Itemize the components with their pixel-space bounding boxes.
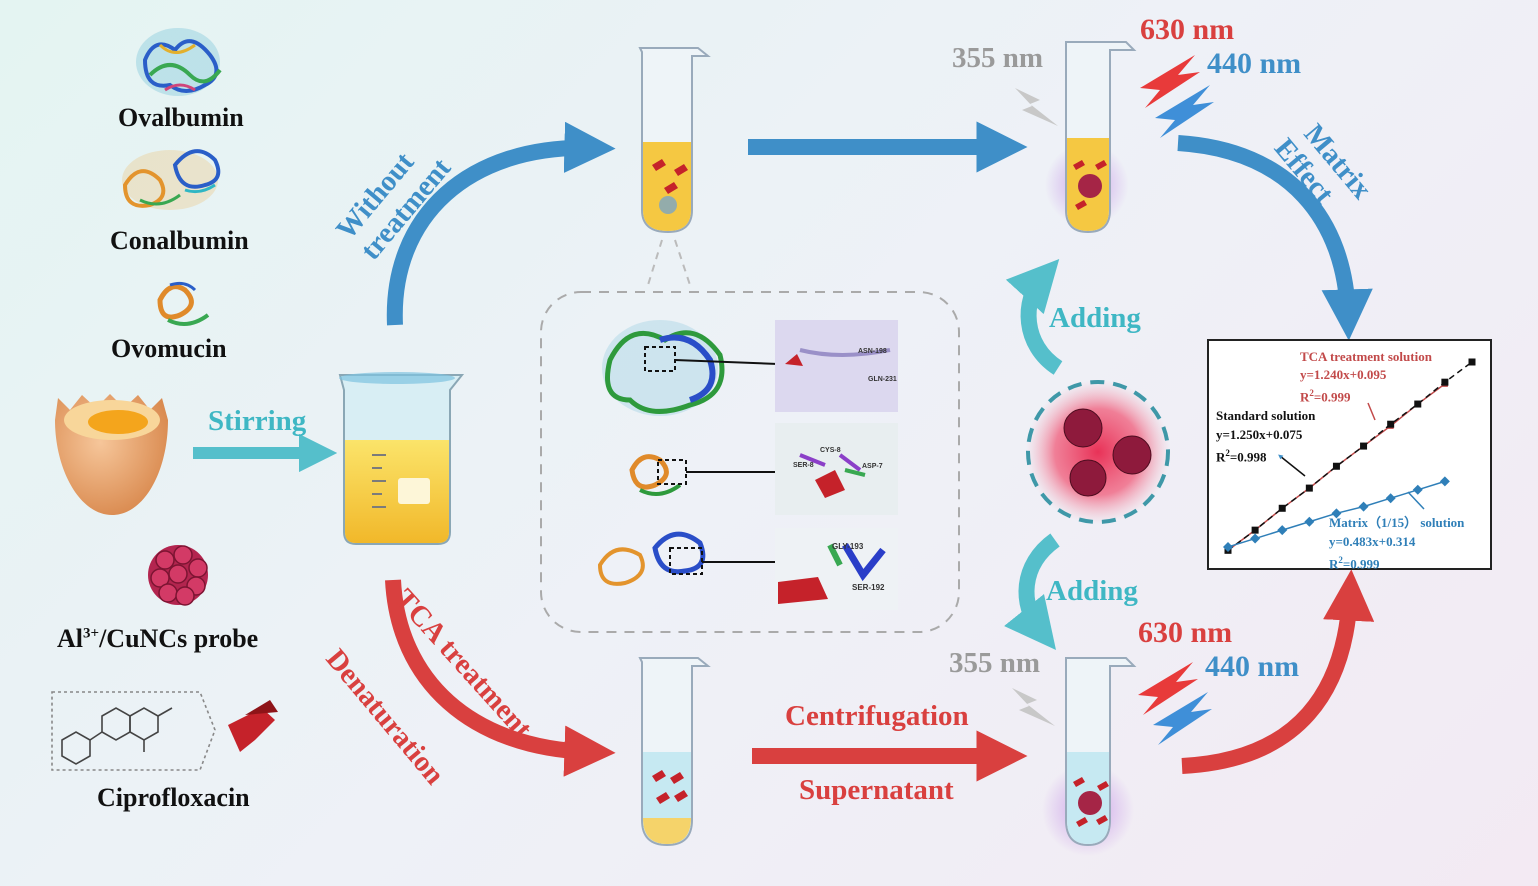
residue-label: GLY-193 — [832, 542, 864, 551]
series-line — [1227, 361, 1473, 551]
label-supernatant: Supernatant — [799, 774, 954, 806]
data-point — [1305, 484, 1313, 492]
series-name: TCA treatment solution — [1300, 349, 1432, 364]
data-point — [1304, 516, 1315, 527]
label-ciprofloxacin: Ciprofloxacin — [97, 783, 250, 812]
data-point — [1468, 358, 1476, 366]
data-point — [1439, 476, 1450, 487]
residue-label: CYS-8 — [820, 447, 841, 454]
arrow-matrix-effect — [1177, 135, 1373, 341]
arrow-adding-top — [1005, 259, 1063, 375]
emission-bolt-blue-top — [1155, 85, 1214, 138]
chart-marks — [1223, 358, 1476, 554]
label-top-440: 440 nm — [1207, 47, 1302, 80]
docking-conalbumin — [597, 528, 898, 610]
label-stirring: Stirring — [208, 405, 307, 437]
data-point — [1385, 493, 1396, 504]
data-point — [1251, 526, 1259, 534]
label-conalbumin: Conalbumin — [110, 226, 249, 255]
tube-bottom-detection — [1042, 657, 1137, 856]
series-equation: y=0.483x+0.314 — [1329, 534, 1416, 549]
chart-label-standard: Standard solution y=1.250x+0.075 R2=0.99… — [1216, 406, 1315, 466]
label-ovomucin: Ovomucin — [111, 334, 227, 363]
chart-label-tca: TCA treatment solution y=1.240x+0.095 R2… — [1300, 348, 1432, 406]
data-point — [1441, 378, 1449, 386]
label-adding-top: Adding — [1049, 302, 1141, 334]
beaker-icon — [338, 372, 465, 545]
tube-untreated — [638, 47, 711, 234]
data-point — [1223, 541, 1233, 552]
data-point — [1358, 501, 1369, 512]
data-point — [1387, 420, 1395, 428]
emission-bolt-blue-bottom — [1153, 692, 1212, 745]
egg-icon — [55, 394, 168, 515]
arrow-to-chart — [1181, 569, 1375, 774]
data-point — [1331, 508, 1342, 519]
residue-label: ASN-198 — [858, 348, 887, 355]
series-name: Matrix（1/15） solution — [1329, 515, 1465, 530]
residue-label: ASP-7 — [862, 463, 883, 470]
arrow-without-treatment — [386, 121, 616, 326]
series-equation: y=1.250x+0.075 — [1216, 427, 1303, 442]
arrow-tca-treatment — [385, 579, 616, 777]
label-bottom-355: 355 nm — [949, 647, 1041, 679]
label-ovalbumin: Ovalbumin — [118, 103, 244, 132]
label-top-355: 355 nm — [952, 42, 1044, 74]
nanocluster-glow — [1026, 380, 1170, 524]
series-equation: y=1.240x+0.095 — [1300, 367, 1387, 382]
data-point — [1332, 462, 1340, 470]
probe-cluster-icon — [148, 545, 208, 606]
data-point — [1360, 442, 1368, 450]
chart-label-matrix: Matrix（1/15） solution y=0.483x+0.314 R2=… — [1329, 513, 1464, 573]
data-point — [1250, 533, 1261, 544]
ovomucin-structure-icon — [157, 281, 210, 326]
docking-ovomucin — [629, 423, 898, 515]
emission-bolt-red-bottom — [1138, 662, 1198, 715]
residue-label: SER-8 — [793, 462, 814, 469]
label-top-630: 630 nm — [1140, 13, 1235, 46]
data-point — [1414, 400, 1422, 408]
ciprofloxacin-structure-icon — [51, 691, 216, 771]
emission-bolt-red-top — [1140, 55, 1200, 108]
label-probe: Al3+/CuNCs probe — [57, 624, 259, 653]
label-bottom-440: 440 nm — [1205, 650, 1300, 683]
arrow-adding-bottom — [1004, 533, 1060, 651]
series-name: Standard solution — [1216, 408, 1316, 423]
tube-tca — [638, 657, 711, 847]
residue-label: GLN-231 — [868, 376, 897, 383]
series-r2: R2=0.999 — [1329, 555, 1380, 572]
ovalbumin-structure-icon — [136, 28, 222, 96]
tube-top-detection — [1045, 41, 1137, 234]
docking-panel — [540, 291, 960, 633]
excitation-bolt-bottom — [1012, 688, 1055, 726]
data-point — [1412, 484, 1423, 495]
series-r2: R2=0.998 — [1216, 448, 1267, 465]
label-bottom-630: 630 nm — [1138, 616, 1233, 649]
ciprofloxacin-3d-icon — [228, 700, 278, 752]
label-centrifugation: Centrifugation — [785, 700, 969, 732]
conalbumin-structure-icon — [122, 149, 221, 210]
docking-ovalbumin — [602, 320, 898, 416]
data-point — [1277, 525, 1288, 536]
data-point — [1278, 504, 1286, 512]
label-adding-bottom: Adding — [1046, 575, 1138, 607]
excitation-bolt-top — [1015, 88, 1058, 126]
series-r2: R2=0.999 — [1300, 388, 1351, 405]
residue-label: SER-192 — [852, 583, 885, 592]
nanoclusters-icon — [1063, 408, 1152, 497]
